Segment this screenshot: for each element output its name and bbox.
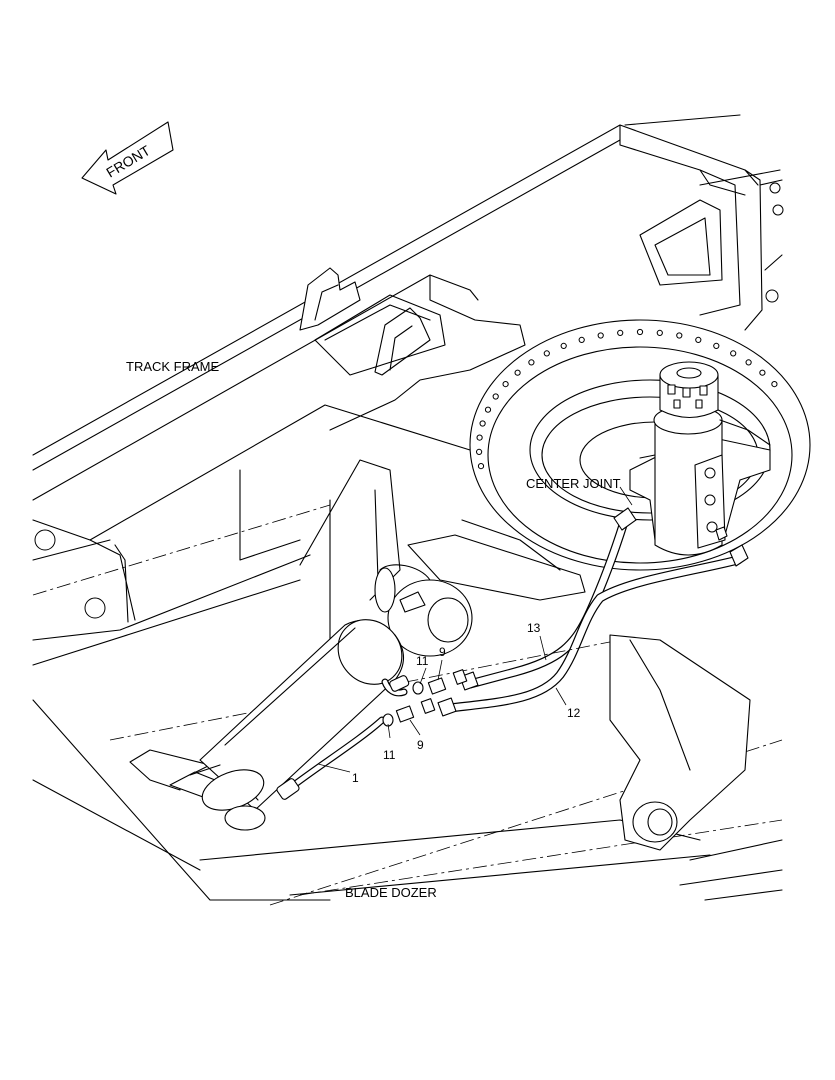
- ring-bolt-hole: [477, 463, 485, 470]
- ring-bolt-hole: [597, 332, 604, 339]
- callout-12: 12: [567, 706, 581, 720]
- ring-bolt-hole: [771, 381, 778, 388]
- ring-bolt-hole: [730, 350, 737, 357]
- ring-bolt-hole: [514, 369, 521, 376]
- ring-bolt-hole: [528, 359, 535, 366]
- hydraulic-hoses: [437, 507, 749, 717]
- center-joint-label: CENTER JOINT: [526, 476, 621, 491]
- ring-bolt-hole: [578, 336, 585, 343]
- blade-dozer-label: BLADE DOZER: [345, 885, 437, 900]
- ring-bolt-hole: [636, 328, 644, 336]
- ring-bolt-hole: [502, 381, 509, 388]
- ring-bolt-hole: [656, 329, 663, 336]
- track-frame: [32, 114, 784, 666]
- callout-9-upper: 9: [439, 645, 446, 659]
- ring-bolt-hole: [676, 332, 683, 339]
- ring-bolt-hole: [543, 350, 550, 357]
- leader-lines: [317, 486, 633, 773]
- fittings: [382, 669, 468, 727]
- swing-bearing-ring: [469, 319, 811, 571]
- track-frame-label: TRACK FRAME: [126, 359, 220, 374]
- ring-bolt-hole: [713, 342, 720, 349]
- ring-bolt-hole: [476, 434, 483, 441]
- callout-11-upper: 11: [416, 654, 429, 668]
- ring-bolt-hole: [695, 336, 702, 343]
- ring-bolt-hole: [492, 393, 499, 400]
- center-joint: [629, 361, 771, 556]
- ring-bolt-hole: [479, 420, 486, 427]
- ring-bolt-hole: [745, 359, 752, 366]
- dozer-cylinder: [189, 619, 410, 831]
- callout-11-lower: 11: [383, 748, 396, 762]
- ring-bolt-hole: [476, 448, 483, 455]
- ring-bolt-hole: [484, 406, 492, 413]
- front-direction-arrow: FRONT: [81, 121, 174, 195]
- ring-bolt-hole: [560, 342, 567, 349]
- callout-13: 13: [527, 621, 541, 635]
- ring-bolt-hole: [759, 369, 766, 376]
- blade-dozer-frame: [32, 459, 783, 906]
- callout-9-lower: 9: [417, 738, 424, 752]
- callout-1: 1: [352, 771, 359, 785]
- ring-bolt-hole: [617, 329, 624, 336]
